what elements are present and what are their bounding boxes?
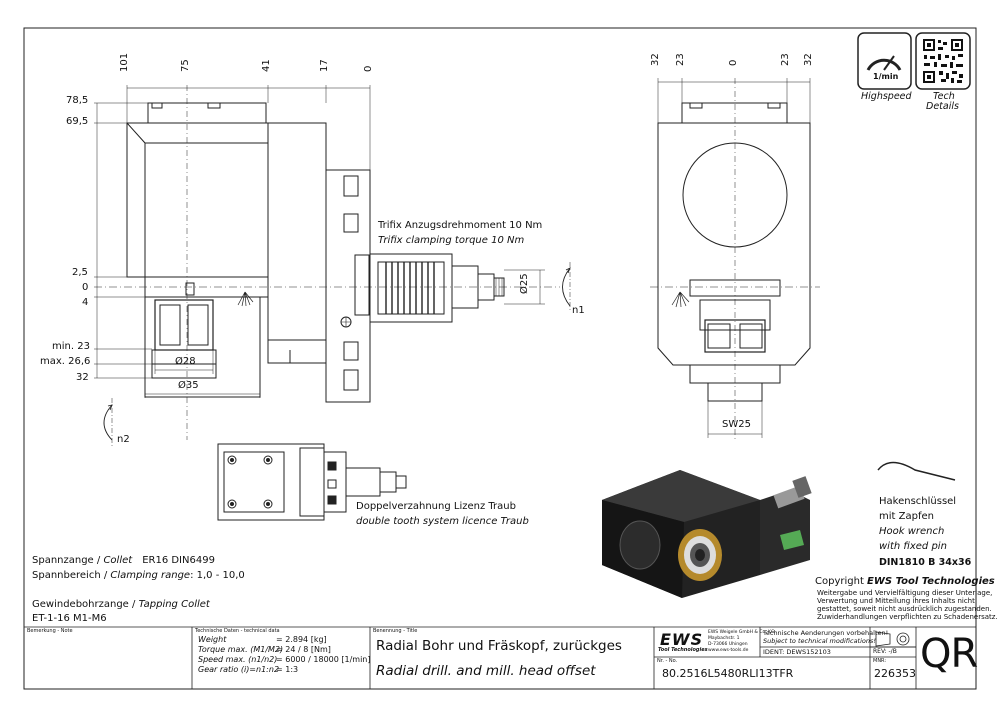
dim-d25: Ø25 (519, 273, 530, 294)
revision: REV: -/B (873, 648, 897, 655)
techdata-row-4-label: Gear ratio (i)=n1:n2 (198, 665, 280, 674)
tech-label-1: Tech (933, 91, 955, 102)
trifix-note-de: Trifix Anzugsdrehmoment 10 Nm (378, 220, 543, 231)
dim-top-41: 41 (261, 59, 272, 72)
wrench-line-3: Hook wrench (879, 526, 945, 537)
side-view (650, 78, 820, 440)
hook-wrench-icon (877, 461, 956, 481)
dim-left-78-5: 78,5 (66, 95, 89, 106)
dim-side-23-right: 23 (780, 53, 791, 66)
title-block-frame (24, 626, 976, 689)
dim-top-17: 17 (319, 59, 330, 72)
techdata-row-4-value: = 1:3 (276, 665, 299, 674)
techdata-label: Technische Daten - technical data (195, 628, 280, 634)
dim-side-32-left: 32 (650, 53, 661, 66)
qr-label: QR (920, 631, 978, 677)
wrench-line-2: mit Zapfen (879, 511, 934, 522)
spec-range: Spannbereich / Clamping range: 1,0 - 10,… (32, 570, 245, 581)
title-en: Radial drill. and mill. head offset (376, 663, 596, 679)
dim-left-32: 32 (76, 372, 89, 383)
techdata-row-3-value: = 6000 / 18000 [1/min] (276, 655, 371, 664)
company-line-3: D-73066 Uhingen (708, 642, 748, 647)
dim-left-0: 0 (82, 282, 89, 293)
copyright-line-3: gestattet, soweit nicht ausdrücklich zug… (817, 605, 992, 613)
wrench-line-1: Hakenschlüssel (879, 496, 957, 507)
copyright-title: Copyright EWS Tool Technologies (815, 576, 995, 587)
doppel-note-en: double tooth system licence Traub (356, 516, 529, 527)
dim-left-4: 4 (82, 297, 89, 308)
tech-label-2: Details (926, 101, 959, 112)
wrench-line-4: with fixed pin (879, 541, 947, 552)
article-number: 80.2516L5480RLI13TFR (662, 667, 794, 680)
qr-code-icon (922, 38, 964, 84)
nr-label: Nr. - No. (657, 658, 678, 664)
techdata-row-2-value: = 24 / 8 [Nm] (276, 645, 331, 654)
logo-text: EWS (660, 630, 704, 649)
top-view (217, 443, 407, 521)
company-line-4: www.ews-tools.de (708, 648, 749, 653)
dim-d35: Ø35 (178, 380, 199, 391)
dim-side-23-left: 23 (675, 53, 686, 66)
logo-subtext: Tool Technologies (658, 647, 708, 653)
techdata-row-2-label: Torque max. (M1/M2) (198, 645, 284, 654)
doppel-note-de: Doppelverzahnung Lizenz Traub (356, 501, 516, 512)
projection-symbol-icon (875, 631, 891, 647)
company-line-1: EWS Weigele GmbH & Co. KG (708, 630, 775, 635)
title-de: Radial Bohr und Fräskopf, zurückges (376, 638, 622, 654)
dim-top-75: 75 (180, 59, 191, 72)
front-view (94, 85, 571, 446)
company-line-2: Maybachstr. 1 (708, 636, 740, 641)
dim-d28: Ø28 (175, 356, 196, 367)
highspeed-value: 1/min (873, 72, 899, 81)
copyright-line-4: Zuwiderhandlungen verpflichten zu Schade… (817, 613, 998, 621)
trifix-note-en: Trifix clamping torque 10 Nm (378, 235, 525, 246)
techdata-row-1-value: = 2.894 [kg] (276, 635, 327, 644)
ident-number: IDENT: DEWS152103 (763, 648, 831, 656)
isometric-render (602, 470, 812, 598)
title-label: Benennung - Title (373, 628, 418, 634)
rotation-label-n2: n2 (117, 434, 130, 445)
mnr-label: MNR: (873, 658, 887, 664)
dim-left-min-23: min. 23 (52, 341, 90, 352)
dim-side-32-right: 32 (803, 53, 814, 66)
remark-label: Bemerkung - Note (27, 628, 73, 634)
dim-top-0: 0 (363, 65, 374, 72)
spec-tapping-value: ET-1-16 M1-M6 (32, 613, 107, 624)
change-note-de: Technische Aenderungen vorbehalten! (763, 629, 889, 637)
dim-side-0: 0 (728, 59, 739, 66)
techdata-row-1-label: Weight (198, 635, 227, 644)
dim-top-101: 101 (119, 52, 130, 72)
dim-left-max-26-6: max. 26,6 (40, 356, 91, 367)
copyright-line-2: Verwertung und Mitteilung ihres Inhalts … (817, 597, 975, 605)
spec-tapping: Gewindebohrzange / Tapping Collet (32, 599, 210, 610)
change-note-en: Subject to technical modifications! (763, 637, 876, 645)
mnr-number: 226353 (874, 667, 916, 680)
sheet-frame (23, 27, 977, 690)
wrench-line-5: DIN1810 B 34x36 (879, 557, 972, 568)
speedometer-icon (866, 58, 902, 71)
techdata-row-3-label: Speed max. (n1/n2) (198, 655, 278, 664)
dim-left-2-5: 2,5 (72, 267, 88, 278)
ews-logo (658, 631, 704, 653)
copyright-line-1: Weitergabe und Vervielfältigung dieser U… (817, 589, 993, 597)
dim-left-69-5: 69,5 (66, 116, 89, 127)
rotation-label-n1: n1 (572, 305, 585, 316)
dim-sw25: SW25 (722, 419, 751, 430)
highspeed-label: Highspeed (861, 91, 912, 102)
